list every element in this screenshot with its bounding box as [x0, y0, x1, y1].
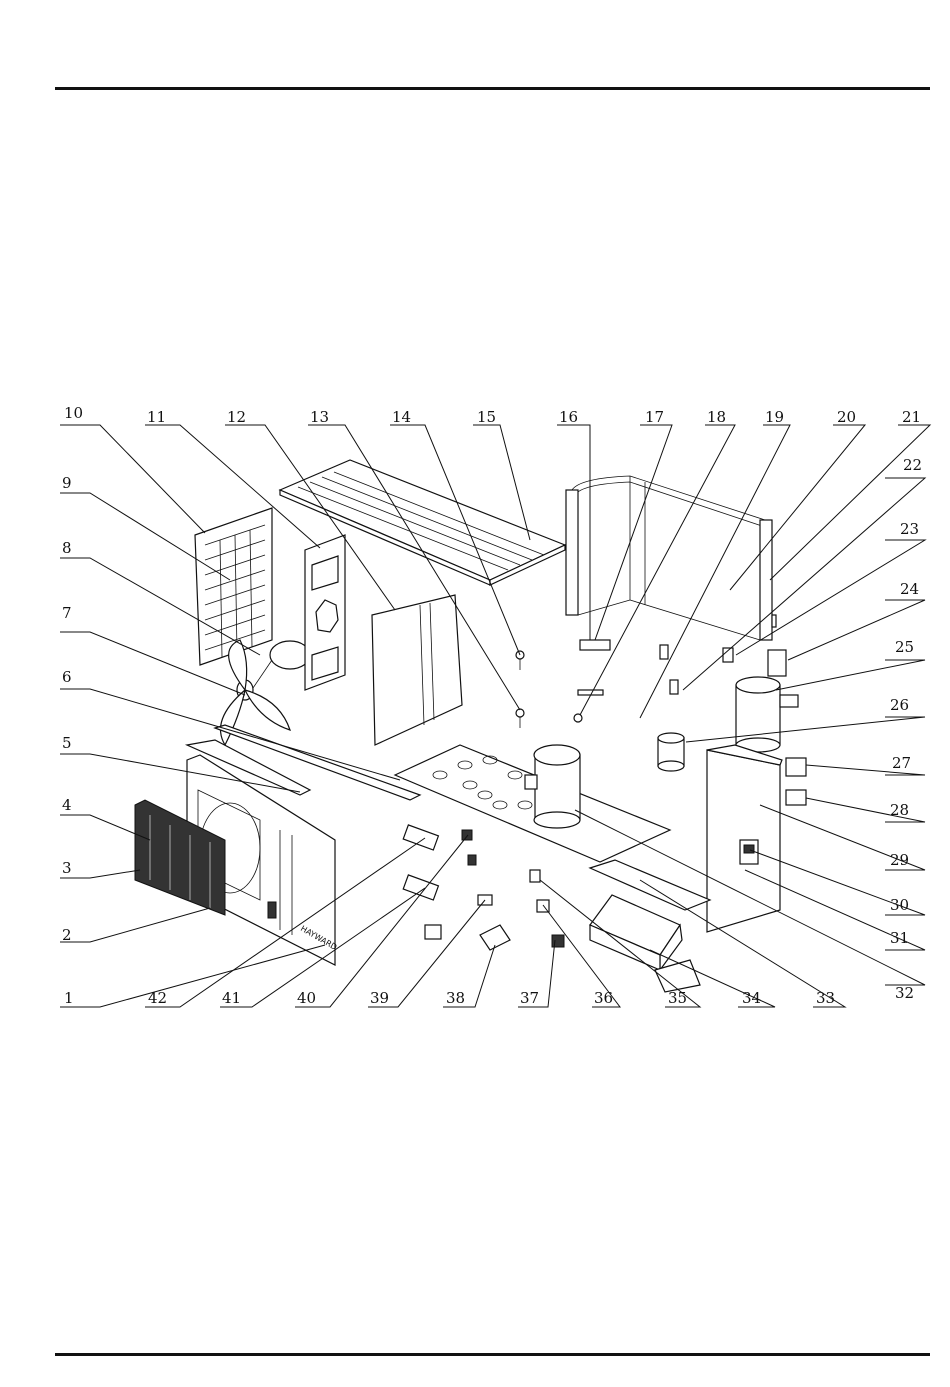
callout-1: 1 — [64, 989, 74, 1007]
callout-41: 41 — [222, 989, 241, 1007]
callout-22: 22 — [903, 456, 922, 474]
callout-14: 14 — [392, 408, 411, 426]
callout-32: 32 — [895, 984, 914, 1002]
callout-33: 33 — [816, 989, 835, 1007]
top-labels: 10 11 12 13 14 15 16 17 18 19 20 21 — [64, 404, 921, 426]
left-labels: 9 8 7 6 5 4 3 2 — [62, 474, 72, 944]
display-frame — [786, 790, 806, 805]
callout-6: 6 — [62, 668, 72, 686]
partition-panel — [372, 595, 462, 745]
electrical-components — [425, 830, 564, 950]
callout-42: 42 — [148, 989, 167, 1007]
callout-5: 5 — [62, 734, 72, 752]
capacitors — [403, 825, 438, 900]
callout-29: 29 — [890, 851, 909, 869]
parts-artwork: HAYWARD — [135, 460, 806, 992]
callout-19: 19 — [765, 408, 784, 426]
callout-25: 25 — [895, 638, 914, 656]
callout-17: 17 — [645, 408, 664, 426]
callout-7: 7 — [62, 604, 72, 622]
motor-bracket — [305, 535, 345, 690]
callout-36: 36 — [594, 989, 613, 1007]
callout-16: 16 — [559, 408, 578, 426]
pressure-gauge — [786, 758, 806, 776]
callout-11: 11 — [147, 408, 166, 426]
callout-13: 13 — [310, 408, 329, 426]
callout-24: 24 — [900, 580, 919, 598]
callout-28: 28 — [890, 801, 909, 819]
callout-37: 37 — [520, 989, 539, 1007]
callout-35: 35 — [668, 989, 687, 1007]
callout-3: 3 — [62, 859, 72, 877]
callout-8: 8 — [62, 539, 72, 557]
callout-10: 10 — [64, 404, 83, 422]
callout-31: 31 — [890, 929, 909, 947]
callout-30: 30 — [890, 896, 909, 914]
callout-2: 2 — [62, 926, 72, 944]
right-labels: 22 23 24 25 26 27 28 29 30 31 32 — [890, 456, 922, 1002]
heat-exchanger-tank — [736, 650, 798, 752]
callout-21: 21 — [902, 408, 921, 426]
callout-39: 39 — [370, 989, 389, 1007]
callout-38: 38 — [446, 989, 465, 1007]
callout-40: 40 — [297, 989, 316, 1007]
callout-34: 34 — [742, 989, 761, 1007]
evaporator-coil — [566, 476, 772, 640]
fan-guard-grille — [195, 508, 272, 665]
callout-27: 27 — [892, 754, 911, 772]
base-tray — [395, 745, 670, 862]
callout-18: 18 — [707, 408, 726, 426]
callout-9: 9 — [62, 474, 72, 492]
callout-26: 26 — [890, 696, 909, 714]
side-panel — [707, 745, 782, 932]
bottom-labels: 1 42 41 40 39 38 37 36 35 34 33 — [64, 989, 835, 1007]
callout-20: 20 — [837, 408, 856, 426]
callout-12: 12 — [227, 408, 246, 426]
callout-23: 23 — [900, 520, 919, 538]
callout-15: 15 — [477, 408, 496, 426]
callout-4: 4 — [62, 796, 72, 814]
leader-lines — [60, 425, 930, 1007]
liquid-receiver — [658, 733, 684, 771]
